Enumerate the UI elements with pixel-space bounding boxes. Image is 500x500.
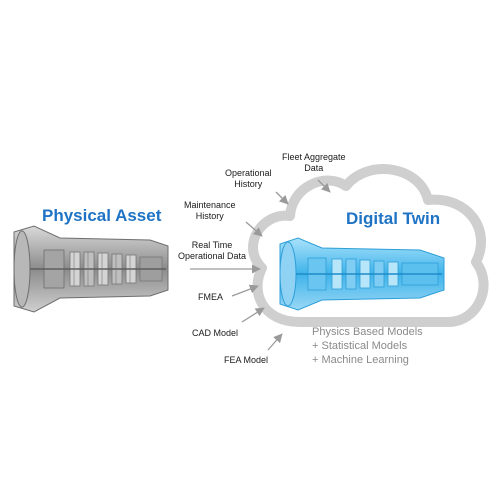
label-line: Maintenance (184, 200, 236, 210)
label-line: Operational Data (178, 251, 247, 261)
arrow-fleet-aggregate-data (317, 179, 331, 193)
physical-asset-title: Physical Asset (42, 206, 162, 225)
arrow-fea-model (267, 333, 283, 351)
arrow-maintenance-history (245, 221, 263, 237)
label-fea-model: FEA Model (224, 355, 269, 365)
models-line-statistical: + Statistical Models (312, 340, 408, 352)
label-fleet-aggregate-data: Fleet Aggregate Data (282, 152, 346, 174)
label-line: Real Time (191, 240, 233, 250)
label-real-time-operational-data: Real Time Operational Data (178, 240, 246, 262)
label-operational-history: Operational History (225, 168, 272, 190)
label-line: Operational (225, 168, 272, 178)
jet-engine-icon (13, 225, 169, 313)
label-fmea: FMEA (198, 292, 224, 302)
arrow-cad-model (241, 307, 265, 323)
label-maintenance-history: Maintenance History (184, 200, 236, 222)
arrow-fmea (231, 284, 259, 297)
arrows (190, 179, 331, 351)
label-line: Fleet Aggregate (282, 152, 346, 162)
digital-twin-title: Digital Twin (346, 209, 441, 228)
models-line-physics: Physics Based Models (312, 326, 423, 338)
jet-engine-twin-icon (279, 237, 445, 311)
models-line-machine-learning: + Machine Learning (312, 354, 409, 366)
label-line: History (234, 179, 263, 189)
arrow-operational-history (275, 191, 289, 205)
label-cad-model: CAD Model (192, 328, 239, 338)
label-line: Data (304, 163, 324, 173)
label-line: History (195, 211, 224, 221)
